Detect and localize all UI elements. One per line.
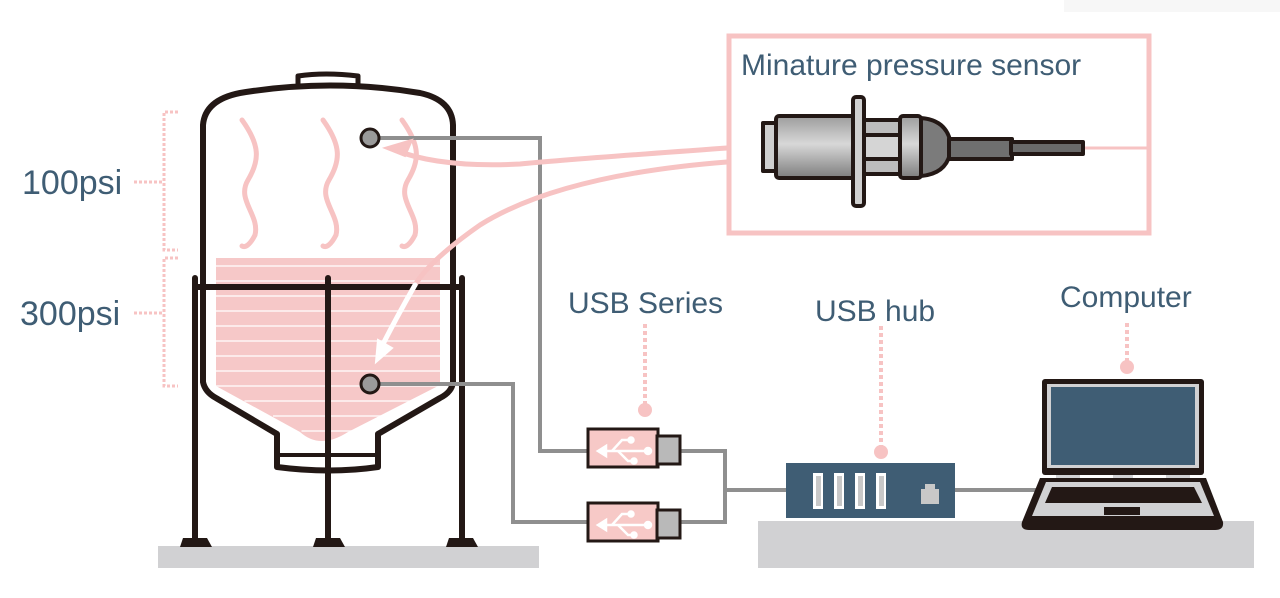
laptop-screen [1051,387,1195,465]
usb-hub-ports [813,473,886,509]
computer-label: Computer [1060,281,1192,314]
pressure-label-100psi: 100psi [22,164,122,202]
usb-hub[interactable] [786,463,955,518]
pressure-sensor-icon [761,95,1085,208]
sensor-wires [370,136,1040,524]
usb-hub-pointer-dot [874,445,888,459]
computer-pointer-dot [1120,360,1134,374]
vessel-feet [180,538,478,547]
pressure-bracket [134,110,178,388]
usb-adapter-2[interactable] [586,501,682,543]
vapor-waves [239,117,419,250]
pressure-label-300psi: 300psi [20,295,120,333]
usb-hub-label: USB hub [815,295,935,328]
usb-series-label: USB Series [568,287,723,320]
sensor-label: Minature pressure sensor [741,49,1081,82]
usb-series-pointer-dot [638,403,652,417]
sensor-point-top[interactable] [359,127,381,149]
vessel-ground [158,546,539,568]
usb-adapter-1[interactable] [586,427,682,469]
usb-icon [595,510,653,539]
laptop-trackpad [1104,507,1140,515]
ethernet-port-icon [921,484,939,504]
sensor-point-bottom[interactable] [359,373,381,395]
laptop-keyboard [1045,487,1202,503]
usb-icon [595,436,653,465]
laptop[interactable] [1021,379,1224,530]
top-right-bar [1064,0,1280,12]
callout-arrows [374,138,730,365]
vessel-stand [192,275,465,543]
